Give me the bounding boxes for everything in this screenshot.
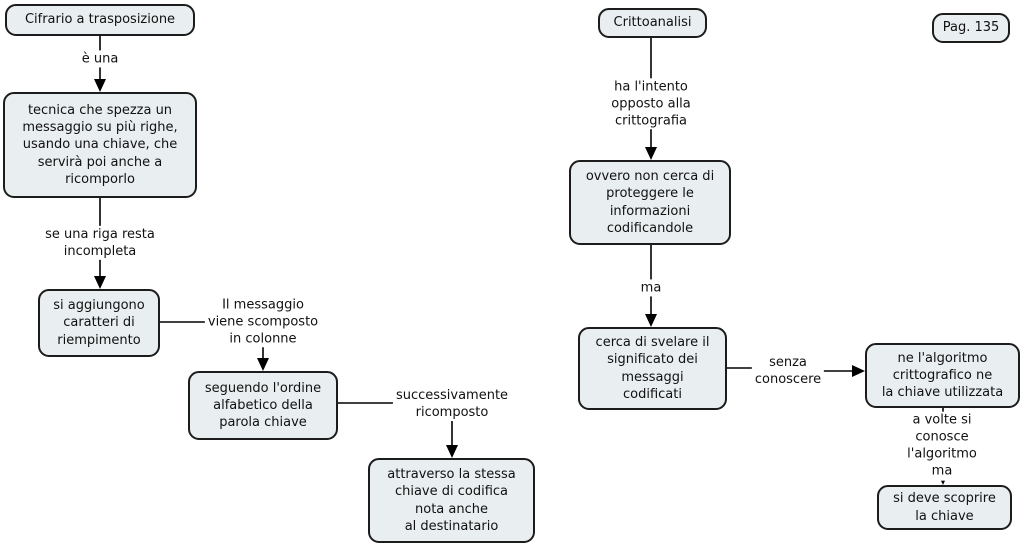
page-number-badge[interactable]: Pag. 135 — [932, 13, 1010, 43]
link-label-se-una-riga[interactable]: se una riga resta incompleta — [42, 225, 158, 261]
node-seguendo-ordine-alfabetico[interactable]: seguendo l'ordine alfabetico della parol… — [188, 371, 338, 440]
node-ovvero-non-cerca[interactable]: ovvero non cerca di proteggere le inform… — [569, 160, 731, 245]
node-si-aggiungono-caratteri[interactable]: si aggiungono caratteri di riempimento — [38, 289, 160, 357]
link-label-successivamente[interactable]: successivamente ricomposto — [392, 386, 512, 422]
arrowhead-right-nealgoritmo — [852, 365, 865, 377]
link-label-e-una[interactable]: è una — [78, 50, 122, 68]
link-label-il-messaggio[interactable]: Il messaggio viene scomposto in colonne — [204, 296, 322, 348]
node-cifrario-a-trasposizione[interactable]: Cifrario a trasposizione — [5, 4, 195, 36]
link-label-senza-conoscere[interactable]: senza conoscere — [751, 353, 825, 389]
arrowhead-down-tecnica — [94, 79, 106, 92]
arrowhead-down-cerca — [645, 314, 657, 327]
node-attraverso-stessa-chiave[interactable]: attraverso la stessa chiave di codifica … — [368, 458, 535, 543]
node-ne-algoritmo-ne-chiave[interactable]: ne l'algoritmo crittografico ne la chiav… — [865, 343, 1020, 408]
node-crittoanalisi[interactable]: Crittoanalisi — [598, 8, 707, 38]
arrowhead-down-seguendo — [257, 358, 269, 371]
node-si-deve-scoprire-chiave[interactable]: si deve scoprire la chiave — [877, 485, 1012, 530]
node-cerca-di-svelare[interactable]: cerca di svelare il significato dei mess… — [578, 327, 727, 410]
link-label-ha-intento[interactable]: ha l'intento opposto alla crittografia — [608, 78, 694, 130]
node-tecnica-che-spezza[interactable]: tecnica che spezza un messaggio su più r… — [3, 92, 197, 198]
arrowhead-down-attraverso — [446, 445, 458, 458]
link-label-a-volte-si-conosce[interactable]: a volte si conosce l'algoritmo ma — [901, 411, 983, 481]
arrowhead-down-aggiungono — [94, 276, 106, 289]
arrowhead-down-ovvero — [645, 147, 657, 160]
link-label-ma[interactable]: ma — [637, 279, 665, 297]
